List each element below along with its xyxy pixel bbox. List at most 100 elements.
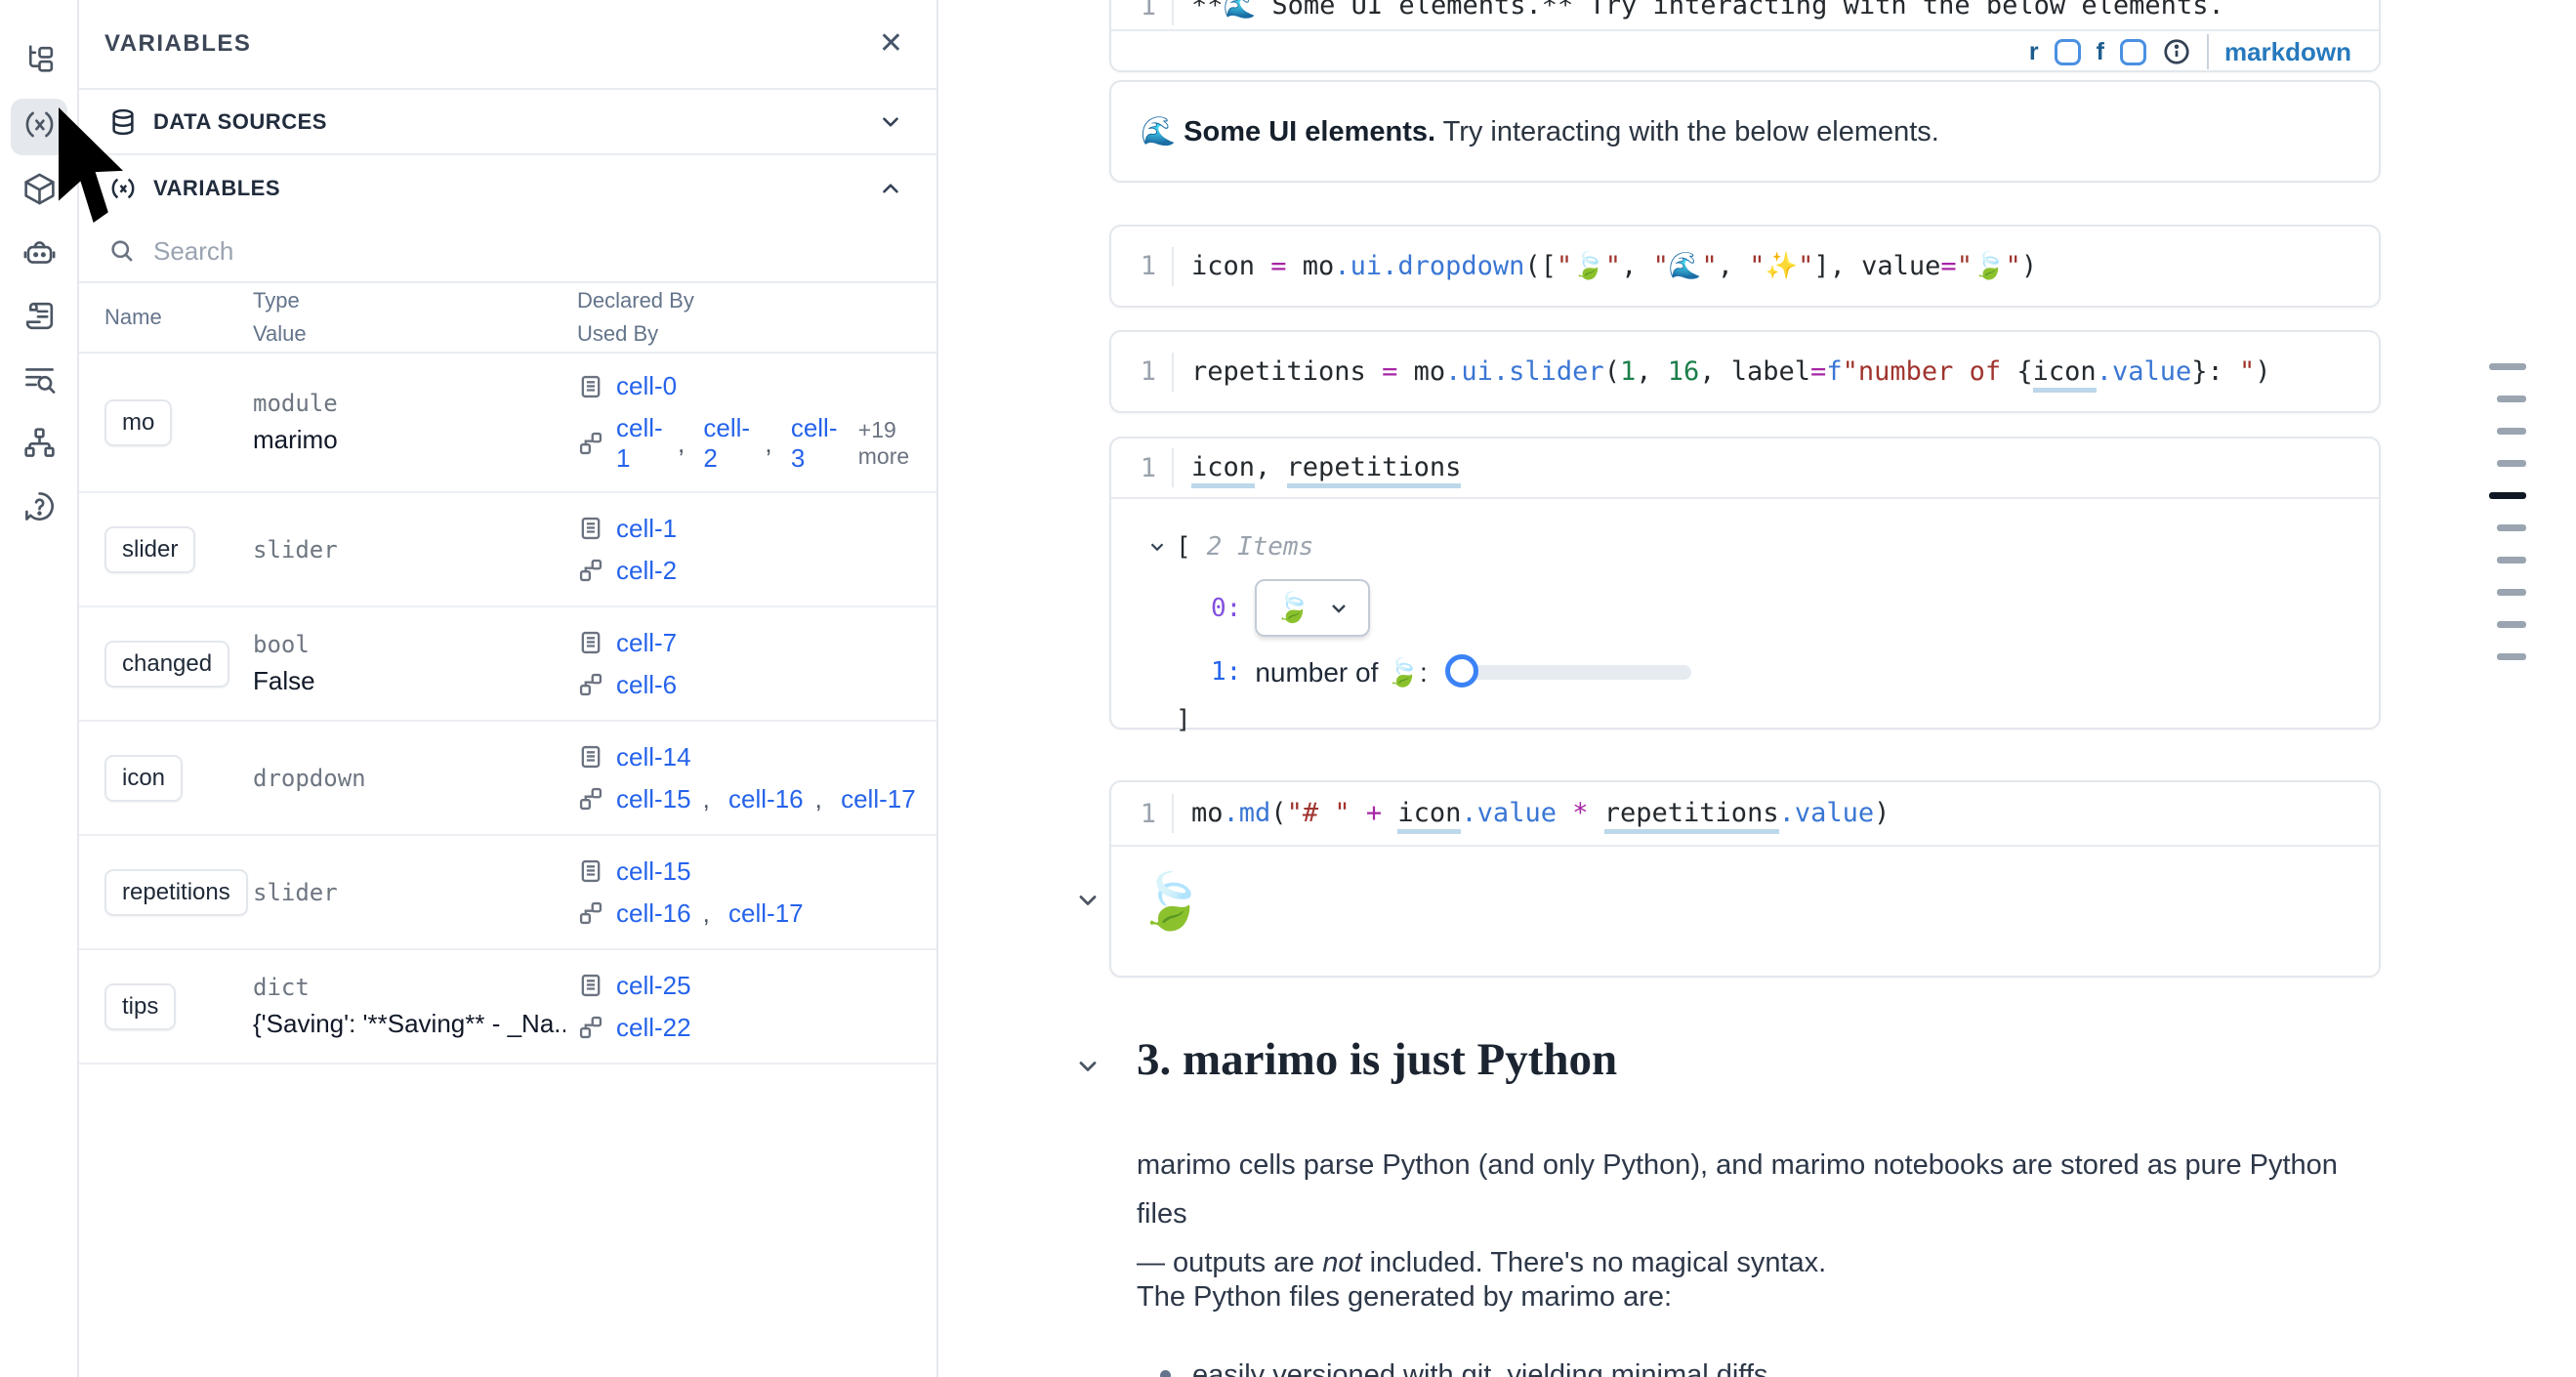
cell-link[interactable]: cell-16 <box>616 897 691 928</box>
checkbox-icon[interactable] <box>2119 38 2146 65</box>
help-button[interactable] <box>11 480 67 537</box>
minimap-cell-active[interactable] <box>2489 492 2526 499</box>
logs-search-button[interactable] <box>11 354 67 410</box>
minimap-cell[interactable] <box>2497 621 2526 628</box>
format-toggle-f[interactable]: f <box>2096 37 2104 65</box>
cell-link[interactable]: cell-1 <box>616 513 678 543</box>
cell-reference-line: cell-25 <box>577 971 936 1001</box>
cell-link[interactable]: cell-6 <box>616 669 678 699</box>
tree-root[interactable]: [ 2 Items <box>1146 532 2379 562</box>
item-count: 2 Items <box>1206 532 1314 562</box>
dropdown-widget[interactable]: 🍃 <box>1255 579 1370 637</box>
search-input[interactable] <box>153 235 907 267</box>
line-number: 1 <box>1140 798 1156 829</box>
cell-link[interactable]: cell-17 <box>841 783 916 814</box>
code-editor-line[interactable]: 1 mo.md("# " + icon.value * repetitions.… <box>1111 782 2379 847</box>
minimap-cell[interactable] <box>2497 460 2526 467</box>
cell-link[interactable]: cell-2 <box>616 555 678 585</box>
cell-md-multiply-code[interactable]: 1 mo.md("# " + icon.value * repetitions.… <box>1109 780 2381 978</box>
cell-reference-line: cell-0 <box>577 371 936 401</box>
section-heading: 3. marimo is just Python <box>1137 1034 1618 1085</box>
slider-track[interactable] <box>1454 665 1691 680</box>
variable-value: marimo <box>253 425 338 454</box>
ai-assistant-button[interactable] <box>11 227 67 283</box>
cell-tuple-code[interactable]: 1 icon, repetitions [ 2 Items 0: 🍃 <box>1109 437 2381 734</box>
col-declared-used: Declared By Used By <box>577 288 694 346</box>
markdown-text: 🌊 Some UI elements. Try interacting with… <box>1141 115 1939 147</box>
info-icon[interactable] <box>2162 37 2191 66</box>
minimap-cell[interactable] <box>2497 396 2526 402</box>
cell-link[interactable]: cell-22 <box>616 1012 691 1042</box>
minimap-cell[interactable] <box>2497 557 2526 563</box>
cell-reference-line: cell-6 <box>577 670 936 700</box>
bullet-icon <box>1160 1369 1171 1377</box>
cell-link[interactable]: cell-15 <box>616 855 691 886</box>
packages-button[interactable] <box>11 163 67 220</box>
variables-button[interactable] <box>11 99 67 155</box>
variable-name-badge: tips <box>104 982 177 1030</box>
line-number: 1 <box>1140 251 1156 281</box>
line-number: 1 <box>1140 0 1156 21</box>
minimap-cell[interactable] <box>2497 589 2526 596</box>
slider-label: number of 🍃: <box>1255 656 1428 688</box>
variables-icon <box>21 106 58 147</box>
snippets-button[interactable] <box>11 290 67 347</box>
cell-slider-code[interactable]: 1 repetitions = mo.ui.slider(1, 16, labe… <box>1109 330 2381 413</box>
cell-link[interactable]: cell-7 <box>616 627 678 657</box>
minimap-cell[interactable] <box>2497 524 2526 531</box>
run-toggle-r[interactable]: r <box>2028 37 2039 65</box>
cell-link[interactable]: cell-15 <box>616 783 691 814</box>
section-variables[interactable]: VARIABLES <box>79 155 936 221</box>
minimap-cell[interactable] <box>2497 428 2526 435</box>
cell-dropdown-code[interactable]: 1 icon = mo.ui.dropdown(["🍃", "🌊", "✨"],… <box>1109 225 2381 308</box>
chevron-up-icon <box>883 183 898 193</box>
document-icon <box>581 974 601 997</box>
variables-section-icon <box>111 178 135 198</box>
minimap-cell[interactable] <box>2489 363 2526 370</box>
collapse-toggle[interactable] <box>1074 1053 1101 1080</box>
code-editor-line[interactable]: 1 icon, repetitions <box>1111 438 2379 499</box>
wave-emoji: 🌊 <box>1141 115 1177 147</box>
cell-link[interactable]: cell-25 <box>616 970 691 1000</box>
markdown-output: 🌊 Some UI elements. Try interacting with… <box>1109 80 2381 183</box>
slider-thumb[interactable] <box>1444 654 1478 688</box>
language-badge[interactable]: markdown <box>2223 36 2351 66</box>
cell-link[interactable]: cell-1 <box>616 413 663 473</box>
minimap-cell[interactable] <box>2497 653 2526 660</box>
cell-link[interactable]: cell-3 <box>790 413 838 473</box>
col-name: Name <box>104 305 162 329</box>
cell-link[interactable]: cell-17 <box>728 897 804 928</box>
cell-link[interactable]: cell-0 <box>616 371 678 400</box>
variable-name-badge: slider <box>104 525 196 573</box>
chevron-down-icon <box>1331 604 1346 613</box>
variable-name-badge: repetitions <box>104 868 248 916</box>
section-data-sources[interactable]: DATA SOURCES <box>79 90 936 155</box>
checkbox-icon[interactable] <box>2054 38 2081 65</box>
table-header: Name Type Value Declared By Used By <box>79 283 936 354</box>
chevron-down-icon <box>1150 543 1164 552</box>
collapse-toggle[interactable] <box>1074 887 1101 914</box>
variable-type: module <box>253 390 338 417</box>
cell-link[interactable]: cell-16 <box>728 783 804 814</box>
cell-reference-line: cell-22 <box>577 1013 936 1043</box>
code-editor-line[interactable]: 1 **🌊 Some UI elements.** Try interactin… <box>1111 0 2379 25</box>
close-icon[interactable]: ✕ <box>878 27 903 60</box>
cell-reference-line: cell-16, cell-17 <box>577 898 936 929</box>
cell-reference-line: cell-1 <box>577 514 936 544</box>
cell-link[interactable]: cell-14 <box>616 741 691 772</box>
slider-widget[interactable] <box>1444 654 1691 689</box>
cell-footer-toolbar: r f markdown <box>1111 29 2379 70</box>
file-explorer-button[interactable] <box>11 34 67 91</box>
variable-value: False <box>253 666 315 695</box>
list-search-icon <box>21 361 58 402</box>
dependencies-button[interactable] <box>11 417 67 474</box>
cell-reference-line: cell-14 <box>577 742 936 772</box>
cell-link[interactable]: cell-2 <box>703 413 751 473</box>
document-icon <box>581 745 601 769</box>
cell-markdown-source[interactable]: 1 **🌊 Some UI elements.** Try interactin… <box>1109 0 2381 72</box>
more-count: +19 more <box>857 417 910 469</box>
